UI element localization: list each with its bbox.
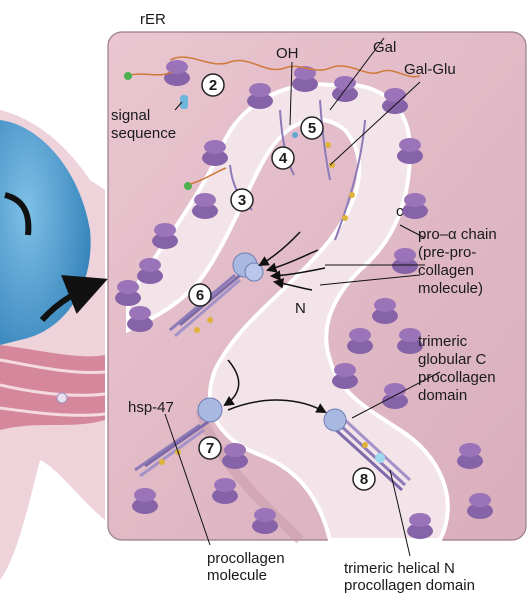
- step-badge-6: 6: [189, 284, 211, 306]
- label-oh: OH: [276, 45, 299, 62]
- step-number: 4: [279, 150, 288, 167]
- ribosome: [407, 513, 433, 539]
- ribosome: [152, 223, 178, 249]
- cell-background: [0, 110, 105, 580]
- step-number: 5: [308, 120, 316, 137]
- ribosome: [392, 248, 418, 274]
- label-trimeric-helical: trimeric helical N procollagen domain: [344, 560, 475, 594]
- signal-sequence-marker: [180, 95, 188, 109]
- step-badge-4: 4: [272, 147, 294, 169]
- ribosome: [467, 493, 493, 519]
- step-badge-8: 8: [353, 468, 375, 490]
- label-gal: Gal: [373, 39, 396, 56]
- ribosome: [332, 363, 358, 389]
- ribosome: [132, 488, 158, 514]
- step-badge-3: 3: [231, 189, 253, 211]
- label-procollagen-molecule: procollagen molecule: [207, 550, 289, 584]
- step-badge-7: 7: [199, 437, 221, 459]
- step-number: 2: [209, 77, 217, 94]
- ribosome: [127, 306, 153, 332]
- step-number: 3: [238, 192, 246, 209]
- ribosome: [347, 328, 373, 354]
- label-hsp47: hsp-47: [128, 399, 174, 416]
- ribosome: [402, 193, 428, 219]
- ribosome: [247, 83, 273, 109]
- step-number: 6: [196, 287, 204, 304]
- step-number: 8: [360, 471, 368, 488]
- step-badge-5: 5: [301, 117, 323, 139]
- ribosome: [202, 140, 228, 166]
- step-number: 7: [206, 440, 214, 457]
- ribosome: [212, 478, 238, 504]
- ribosome: [332, 76, 358, 102]
- ribosome: [252, 508, 278, 534]
- ribosome: [372, 298, 398, 324]
- ribosome: [382, 88, 408, 114]
- step-badge-2: 2: [202, 74, 224, 96]
- label-n-terminus: N: [295, 300, 306, 317]
- label-gal-glu: Gal-Glu: [404, 61, 456, 78]
- title-rer: rER: [140, 11, 166, 28]
- vesicle: [57, 393, 67, 403]
- label-c-terminus: c: [396, 203, 404, 220]
- ribosome: [115, 280, 141, 306]
- ribosome: [137, 258, 163, 284]
- signal-green-bead: [124, 72, 132, 80]
- ribosome: [192, 193, 218, 219]
- ribosome: [397, 138, 423, 164]
- ribosome: [457, 443, 483, 469]
- ribosome: [222, 443, 248, 469]
